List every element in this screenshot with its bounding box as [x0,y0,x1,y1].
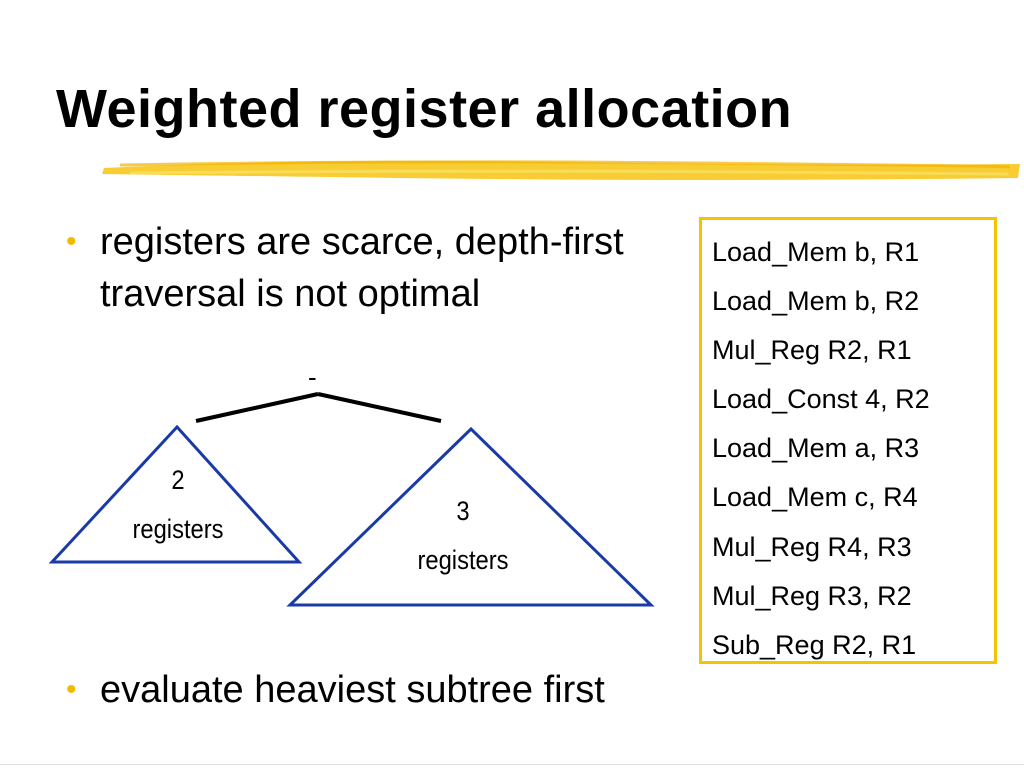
left-subtree-triangle [48,424,303,564]
bullet-marker: • [66,673,77,706]
code-listing-box: Load_Mem b, R1 Load_Mem b, R2 Mul_Reg R2… [699,217,997,664]
code-line: Mul_Reg R2, R1 [712,335,912,366]
right-subtree-count: 3 [456,496,470,526]
bullet-text: registers are scarce, depth-first traver… [100,221,624,315]
right-subtree-triangle [286,426,655,607]
root-operator-label: - [308,362,317,392]
left-subtree-count: 2 [171,465,185,495]
code-line: Load_Mem c, R4 [712,482,918,513]
bullet-item: • evaluate heaviest subtree first [66,664,740,716]
code-line: Sub_Reg R2, R1 [712,629,917,660]
code-line: Load_Mem b, R1 [712,237,920,267]
code-line: Load_Mem b, R2 [712,286,920,317]
tree-edge-left [195,392,319,423]
left-subtree-unit: registers [132,514,224,544]
bullet-text: evaluate heaviest subtree first [100,669,605,711]
code-line: Load_Mem a, R3 [712,433,920,464]
bullet-marker: • [66,225,77,258]
code-line: Mul_Reg R3, R2 [712,580,912,611]
code-line: Mul_Reg R4, R3 [712,531,912,562]
tree-edge-right [317,392,442,423]
slide-title: Weighted register allocation [56,79,793,139]
right-subtree-unit: registers [417,545,509,575]
code-line: Load_Const 4, R2 [712,384,930,415]
slide-bottom-divider [0,764,1024,765]
bullet-item: • registers are scarce, depth-first trav… [66,216,680,320]
title-underline-brushstroke [101,160,1020,180]
